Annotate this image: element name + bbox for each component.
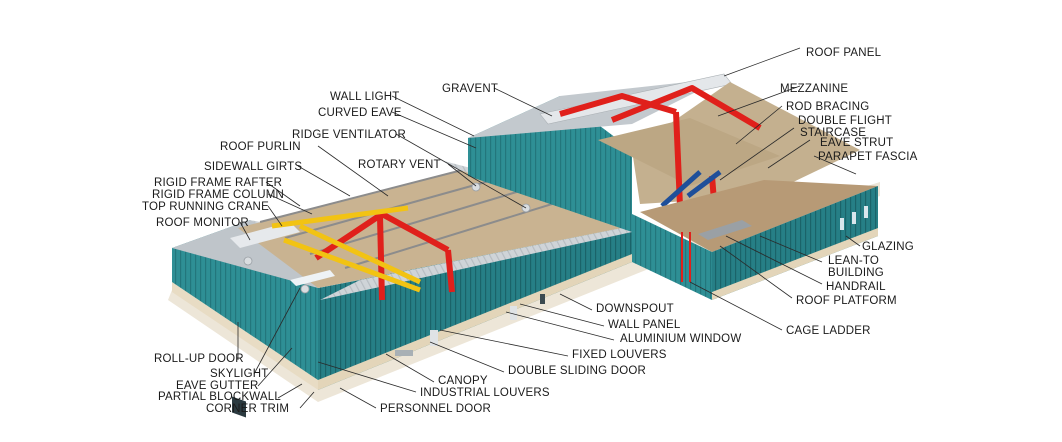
- label-canopy: CANOPY: [438, 375, 488, 387]
- label-staircase: STAIRCASE: [800, 127, 866, 139]
- label-eave-strut: EAVE STRUT: [820, 137, 893, 149]
- double-flight-staircase: [660, 170, 722, 208]
- label-rigid-frame-column: RIGID FRAME COLUMN: [152, 189, 284, 201]
- label-downspout: DOWNSPOUT: [596, 303, 674, 315]
- building-illustration: [168, 73, 880, 418]
- label-rigid-frame-rafter: RIGID FRAME RAFTER: [154, 177, 282, 189]
- label-partial-blockwall: PARTIAL BLOCKWALL: [158, 391, 281, 403]
- label-corner-trim: CORNER TRIM: [206, 403, 289, 415]
- label-double-flight: DOUBLE FLIGHT: [798, 115, 892, 127]
- label-eave-gutter: EAVE GUTTER: [176, 380, 259, 392]
- label-double-sliding-door: DOUBLE SLIDING DOOR: [508, 365, 646, 377]
- label-gravent: GRAVENT: [442, 83, 498, 95]
- label-glazing: GLAZING: [862, 241, 914, 253]
- roof-monitor: [230, 222, 300, 248]
- label-skylight: SKYLIGHT: [210, 368, 268, 380]
- label-curved-eave: CURVED EAVE: [318, 107, 402, 119]
- roof-platform: [698, 220, 752, 240]
- mezzanine-floor: [598, 118, 780, 186]
- label-lean-to: LEAN-TO: [828, 255, 879, 267]
- label-top-running-crane: TOP RUNNING CRANE: [142, 201, 269, 213]
- label-fixed-louvers: FIXED LOUVERS: [572, 349, 667, 361]
- label-roof-platform: ROOF PLATFORM: [796, 295, 897, 307]
- partial-blockwall: [172, 282, 318, 390]
- top-running-crane: [271, 205, 422, 293]
- label-sidewall-girts: SIDEWALL GIRTS: [204, 161, 302, 173]
- label-wall-panel: WALL PANEL: [608, 319, 681, 331]
- label-aluminium-window: ALUMINIUM WINDOW: [620, 333, 741, 345]
- side-openings: [232, 294, 545, 418]
- skylight: [290, 270, 335, 286]
- label-rotary-vent: ROTARY VENT: [358, 159, 441, 171]
- label-roof-purlin: ROOF PURLIN: [220, 141, 301, 153]
- cage-ladder: [681, 232, 691, 282]
- label-roll-up-door: ROLL-UP DOOR: [154, 353, 244, 365]
- label-wall-light: WALL LIGHT: [330, 91, 400, 103]
- lean-to-blockwall: [712, 228, 878, 300]
- lean-to-side-wall: [712, 186, 878, 300]
- label-personnel-door: PERSONNEL DOOR: [380, 403, 491, 415]
- labels: ROOF PANEL MEZZANINE ROD BRACING DOUBLE …: [142, 47, 918, 415]
- label-handrail: HANDRAIL: [826, 281, 886, 293]
- label-building: BUILDING: [828, 267, 884, 279]
- label-roof-panel: ROOF PANEL: [806, 47, 882, 59]
- label-roof-monitor: ROOF MONITOR: [156, 217, 249, 229]
- label-cage-ladder: CAGE LADDER: [786, 325, 871, 337]
- label-rod-bracing: ROD BRACING: [786, 101, 869, 113]
- leader-lines: [237, 47, 861, 409]
- rotary-vents: [243, 182, 531, 294]
- label-parapet-fascia: PARAPET FASCIA: [818, 151, 918, 163]
- label-mezzanine: MEZZANINE: [780, 83, 848, 95]
- glazing: [840, 206, 868, 230]
- label-ridge-ventilator: RIDGE VENTILATOR: [292, 129, 406, 141]
- label-industrial-louvers: INDUSTRIAL LOUVERS: [420, 387, 550, 399]
- lean-to-front-wall: [632, 214, 712, 300]
